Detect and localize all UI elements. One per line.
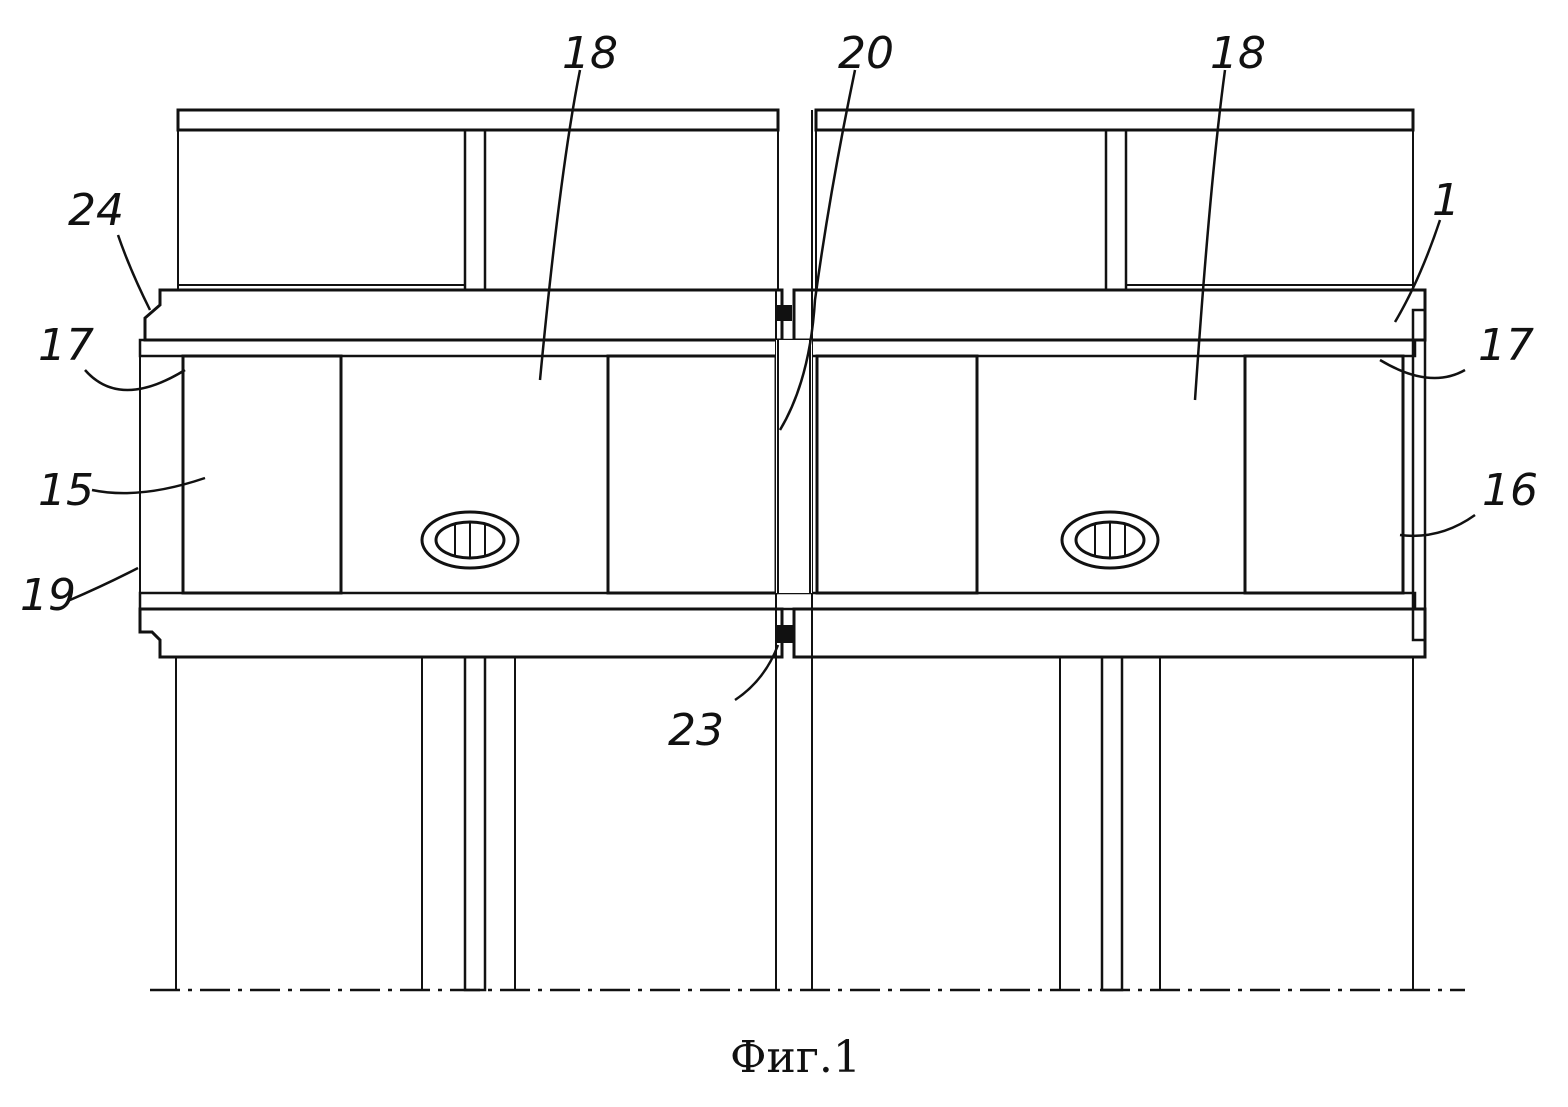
lower-liner — [140, 593, 1415, 609]
label-20: 20 — [838, 28, 894, 79]
label-17-left: 17 — [38, 320, 94, 371]
label-24: 24 — [68, 185, 124, 236]
leader-lines — [70, 70, 1475, 700]
top-plate-right — [816, 110, 1413, 290]
upper-rib-right — [1106, 130, 1126, 290]
oval-port-left — [422, 512, 518, 568]
right-end-plate — [1413, 310, 1425, 640]
filter-block-center-left — [608, 356, 776, 593]
center-gap — [776, 110, 812, 990]
oval-port-right — [1062, 512, 1158, 568]
label-19: 19 — [20, 570, 76, 621]
filter-block-15 — [183, 356, 341, 593]
top-plate-left — [178, 110, 778, 290]
label-18-right: 18 — [1210, 28, 1266, 79]
figure-caption: Фиг.1 — [730, 1032, 861, 1083]
label-16: 16 — [1482, 465, 1538, 516]
seal-upper — [776, 305, 792, 321]
seal-lower — [776, 625, 794, 643]
filter-block-center-right — [817, 356, 977, 593]
label-17-right: 17 — [1478, 320, 1534, 371]
filter-block-16 — [1245, 356, 1403, 593]
upper-rib-left — [465, 130, 485, 290]
label-1: 1 — [1432, 175, 1460, 226]
label-23: 23 — [668, 705, 724, 756]
label-18-left: 18 — [562, 28, 618, 79]
label-15: 15 — [38, 465, 94, 516]
lower-rib-left — [465, 657, 485, 990]
lower-rib-right — [1102, 657, 1122, 990]
